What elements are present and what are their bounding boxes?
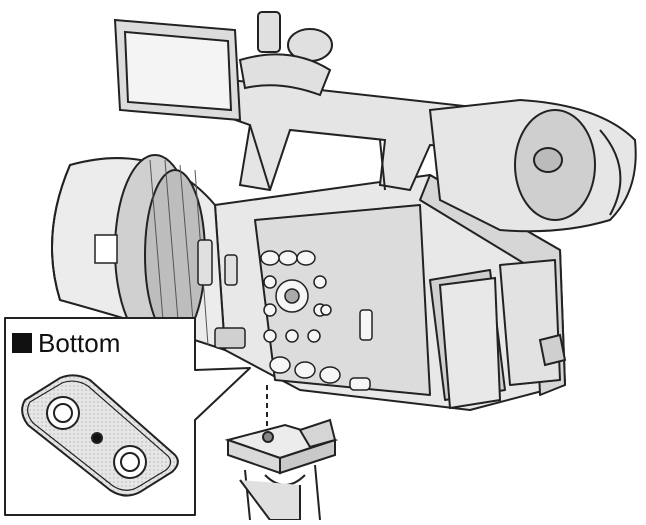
- control-buttons: [197, 239, 373, 391]
- battery: [438, 276, 567, 410]
- tripod-plate: [224, 418, 339, 521]
- mic-holder: [238, 11, 333, 97]
- bottom-square-icon: [12, 333, 32, 353]
- bottom-label: Bottom: [38, 328, 121, 358]
- bottom-callout: [4, 317, 251, 516]
- viewfinder: [428, 98, 637, 233]
- bottom-mount-plate: [21, 374, 179, 497]
- lcd-monitor: [113, 18, 242, 122]
- lens-hood: [51, 154, 227, 352]
- camera-body: [214, 174, 566, 411]
